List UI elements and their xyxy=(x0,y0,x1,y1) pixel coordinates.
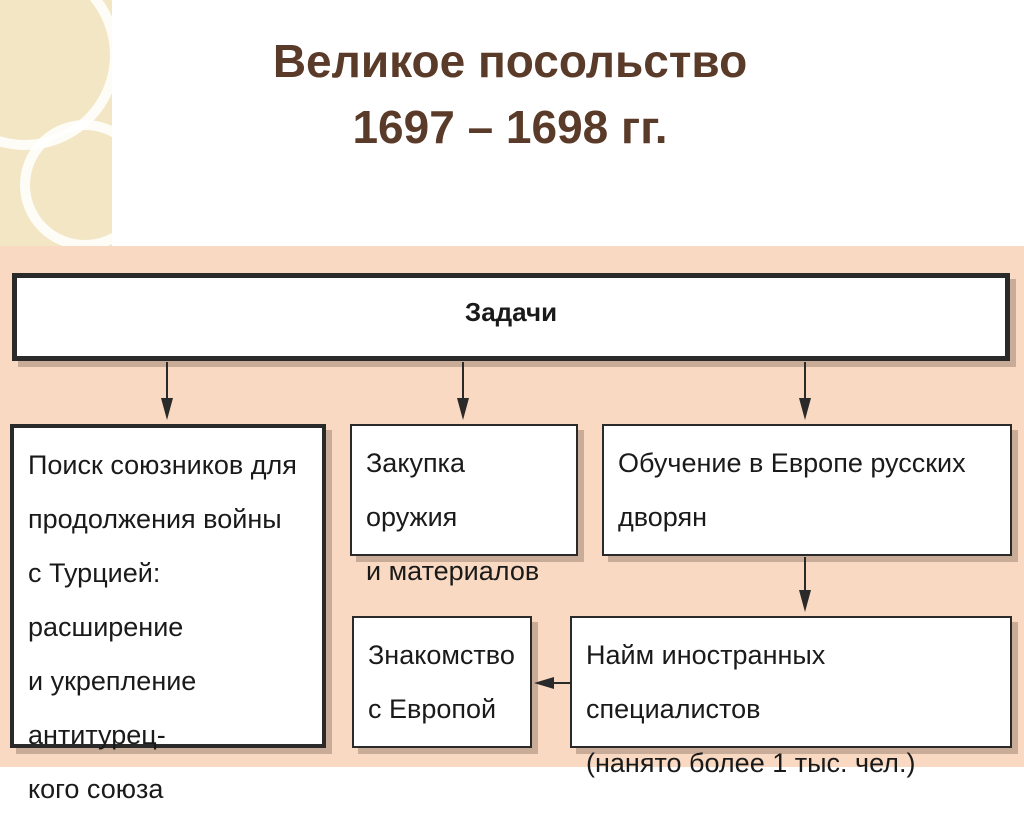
allies-line: Поиск союзников для xyxy=(28,450,297,480)
europe-acquaintance-box: Знакомство с Европой xyxy=(352,616,532,748)
connector-arrows xyxy=(161,362,811,689)
allies-task-box: Поиск союзников для продолжения войны с … xyxy=(10,424,326,804)
allies-line: с Турцией: расширение xyxy=(28,558,184,642)
arrow-to-training xyxy=(799,362,811,420)
allies-line: и укрепление антитурец- xyxy=(28,666,197,750)
arrow-to-hiring xyxy=(799,557,811,612)
slide-title: Великое посольство 1697 – 1698 гг. xyxy=(160,28,860,160)
training-line: Обучение в Европе русских xyxy=(618,448,966,478)
decorative-ring xyxy=(20,120,112,246)
tasks-header-box: Задачи xyxy=(12,273,1010,361)
allies-line: продолжения войны xyxy=(28,504,282,534)
hiring-specialists-box: Найм иностранных специалистов (нанято бо… xyxy=(570,616,1012,778)
training-line: дворян xyxy=(618,502,708,532)
weapons-task-box: Закупка оружия и материалов xyxy=(350,424,578,586)
arrow-to-europe xyxy=(534,677,570,689)
arrow-to-weapons xyxy=(457,362,469,420)
hiring-line: Найм иностранных специалистов xyxy=(586,640,826,724)
decorative-corner xyxy=(0,0,112,246)
weapons-line: Закупка оружия xyxy=(366,448,465,532)
allies-line: кого союза xyxy=(28,774,164,804)
europe-line: Знакомство xyxy=(368,640,515,670)
europe-line: с Европой xyxy=(368,694,497,724)
title-line-2: 1697 – 1698 гг. xyxy=(352,101,668,153)
weapons-line: и материалов xyxy=(366,556,540,586)
title-line-1: Великое посольство xyxy=(272,35,748,87)
training-task-box: Обучение в Европе русских дворян xyxy=(602,424,1012,556)
tasks-header-label: Задачи xyxy=(464,297,558,327)
arrow-to-allies xyxy=(161,362,173,420)
